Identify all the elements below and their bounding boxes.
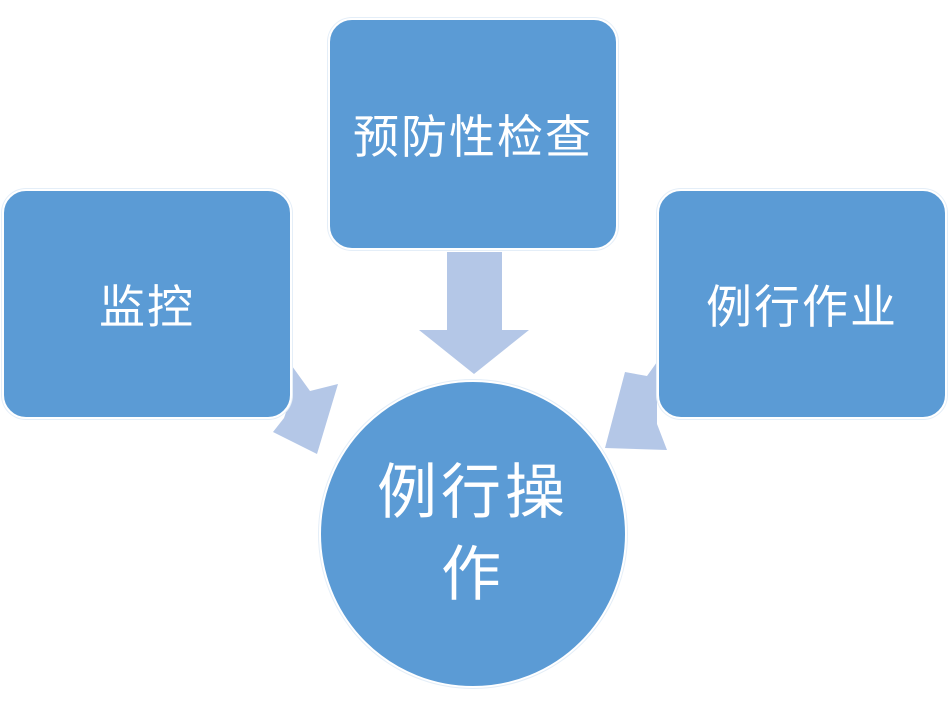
arrow-top-to-center [419, 252, 529, 374]
node-monitoring-label: 监控 [99, 280, 195, 334]
node-routine-work: 例行作业 [657, 189, 947, 419]
arrow-right-to-center [605, 362, 667, 450]
node-routine-work-label: 例行作业 [706, 280, 898, 334]
arrow-left-to-center [273, 366, 338, 454]
node-routine-operation: 例行操作 [319, 380, 627, 688]
node-monitoring: 监控 [2, 189, 292, 419]
node-preventive-check: 预防性检查 [328, 18, 618, 250]
node-routine-operation-label: 例行操作 [377, 458, 569, 610]
node-preventive-check-label: 预防性检查 [353, 110, 593, 164]
